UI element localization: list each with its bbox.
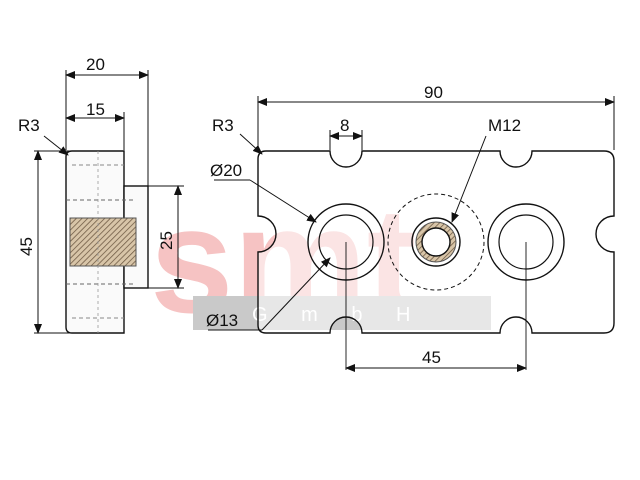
dim-thread: M12 [488,116,521,135]
dim-hole-outer: Ø20 [210,161,242,180]
side-dimensions [34,70,184,334]
dim-front-radius: R3 [212,116,234,135]
front-dimensions [208,96,615,372]
dim-front-width: 90 [424,83,443,102]
front-view [257,150,615,370]
dim-side-width: 20 [86,55,105,74]
side-view [65,150,149,334]
dim-slot-width: 8 [340,116,349,135]
dim-side-height: 45 [17,237,36,256]
dim-side-thread-height: 25 [157,231,176,250]
dim-side-radius: R3 [18,116,40,135]
dim-hole-inner: Ø13 [206,311,238,330]
dim-side-inner-width: 15 [86,100,105,119]
dim-hole-pitch: 45 [422,348,441,367]
